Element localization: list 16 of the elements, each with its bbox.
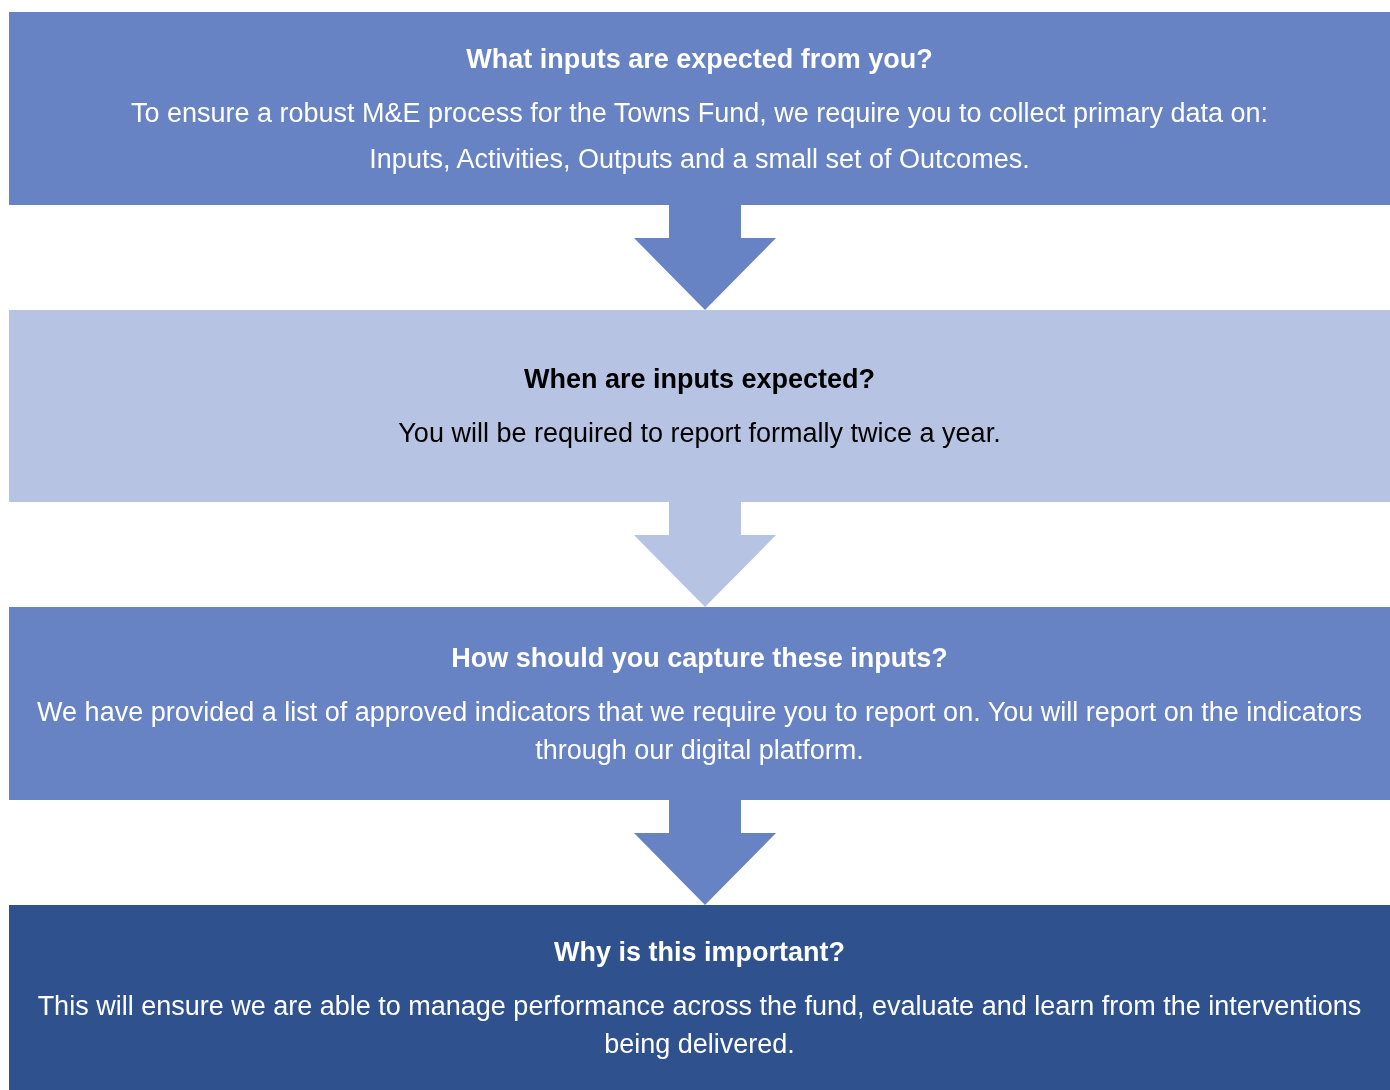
process-box [9,905,1390,1090]
block-arrow [634,800,776,905]
process-box [9,12,1390,205]
box-text: You will be required to report formally twice a year. [398,417,1001,450]
box-text: We have provided a list of approved indicators that we require you to report on. You will report on the indicators through our digital platform. [36,695,1363,767]
box-heading: When are inputs expected? [523,363,876,396]
process-box [9,310,1390,502]
block-arrow [634,205,776,310]
box-heading: How should you capture these inputs? [451,641,948,675]
box-text: To ensure a robust M&E process for the Towns Fund, we require you to collect primary data on: [130,96,1269,130]
box-heading: What inputs are expected from you? [466,42,933,76]
box-text: This will ensure we are able to manage performance across the fund, evaluate and learn from the interventions being delivered. [36,989,1363,1061]
process-box [9,607,1390,800]
box-text: Inputs, Activities, Outputs and a small set of Outcomes. [369,142,1030,176]
block-arrow [634,502,776,607]
box-heading: Why is this important? [554,935,845,969]
